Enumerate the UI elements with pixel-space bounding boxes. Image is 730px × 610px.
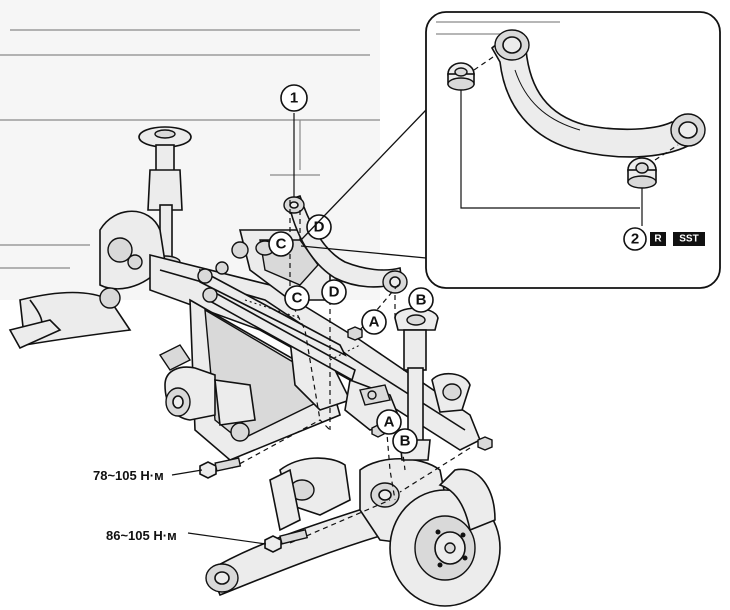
svg-text:B: B	[416, 292, 427, 309]
badge-sst: SST	[673, 232, 705, 246]
svg-text:R: R	[654, 234, 662, 245]
svg-text:D: D	[314, 219, 325, 236]
callout-c-upper: C	[268, 231, 294, 257]
svg-text:A: A	[384, 414, 395, 431]
callout-a-upper: A	[361, 309, 387, 335]
svg-text:SST: SST	[679, 234, 698, 245]
right-rear-bracket	[359, 372, 471, 413]
callout-b-upper: B	[408, 287, 434, 313]
callout-d-lower: D	[321, 279, 347, 305]
callout-d-upper: D	[306, 214, 332, 240]
badge-r: R	[650, 232, 666, 246]
right-strut-assembly	[394, 307, 439, 461]
svg-text:D: D	[329, 284, 340, 301]
svg-text:1: 1	[290, 90, 298, 107]
lateral-links	[197, 268, 356, 382]
right-knuckle-hub	[359, 457, 501, 607]
upper-bolt	[199, 457, 242, 479]
background-ghost-page	[0, 0, 380, 300]
callout-2: 2	[623, 227, 647, 251]
callout-1: 1	[280, 84, 308, 197]
lower-bolt	[264, 528, 309, 553]
svg-text:2: 2	[631, 231, 639, 248]
torque-label-lower: 86~105 Н·м	[106, 528, 177, 543]
svg-text:C: C	[276, 236, 287, 253]
svg-text:C: C	[292, 290, 303, 307]
left-knuckle-and-arms	[8, 210, 166, 350]
callout-c-lower: C	[284, 285, 310, 311]
detail-inset	[300, 11, 721, 289]
callout-a-lower: A	[376, 409, 402, 435]
svg-text:A: A	[369, 314, 380, 331]
callout-b-lower: B	[392, 428, 418, 454]
nuts	[347, 326, 493, 451]
differential-mount	[158, 344, 256, 442]
torque-leaders	[171, 469, 267, 545]
svg-text:B: B	[400, 433, 411, 450]
torque-label-upper: 78~105 Н·м	[93, 468, 164, 483]
